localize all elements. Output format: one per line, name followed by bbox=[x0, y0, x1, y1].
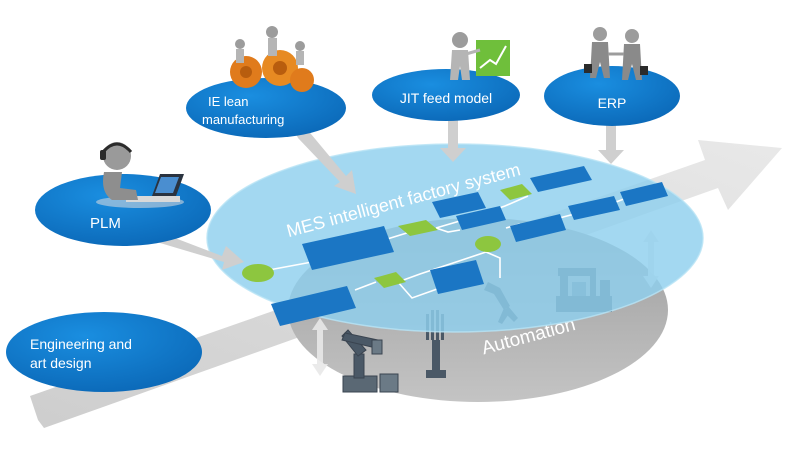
decision-diamond bbox=[500, 184, 532, 200]
end-node bbox=[475, 236, 501, 252]
ie-lean-node bbox=[186, 78, 346, 138]
process-box bbox=[271, 286, 356, 326]
arrow-erp bbox=[598, 120, 624, 164]
plm-node bbox=[35, 174, 211, 246]
erp-label: ERP bbox=[598, 95, 627, 111]
updown-arrow-left bbox=[312, 318, 328, 376]
ie-lean-label-line1: IE lean bbox=[208, 94, 248, 109]
process-box bbox=[620, 182, 668, 206]
presenter-chart-icon bbox=[450, 32, 510, 80]
process-box bbox=[568, 196, 620, 220]
ie-lean-label-line2: manufacturing bbox=[202, 112, 284, 127]
arrow-jit bbox=[440, 116, 466, 162]
robot-arm-icon bbox=[341, 329, 399, 393]
process-box bbox=[510, 214, 566, 242]
process-box bbox=[456, 206, 506, 230]
erp-node bbox=[544, 66, 680, 126]
team-gears-icon bbox=[230, 26, 314, 92]
jit-node bbox=[372, 69, 520, 121]
mes-ellipse bbox=[207, 144, 703, 332]
process-box bbox=[432, 192, 486, 218]
engineering-label-line1: Engineering and bbox=[30, 336, 132, 352]
businessmen-handshake-icon bbox=[584, 27, 648, 80]
arrow-plm bbox=[148, 230, 244, 270]
engineering-label-line2: art design bbox=[30, 355, 91, 371]
decision-diamond bbox=[398, 220, 438, 236]
process-boxes bbox=[271, 166, 668, 326]
start-node bbox=[242, 264, 274, 282]
jit-label: JIT feed model bbox=[400, 90, 492, 106]
decision-diamond bbox=[374, 272, 406, 288]
process-box bbox=[530, 166, 592, 192]
engineering-node bbox=[6, 312, 202, 392]
arrow-ie-lean bbox=[296, 128, 356, 194]
decision-shapes bbox=[242, 184, 532, 288]
person-laptop-icon bbox=[96, 142, 184, 208]
process-box bbox=[430, 260, 484, 294]
input-arrows bbox=[148, 116, 624, 270]
process-box bbox=[302, 226, 394, 270]
plm-label: PLM bbox=[90, 215, 121, 232]
